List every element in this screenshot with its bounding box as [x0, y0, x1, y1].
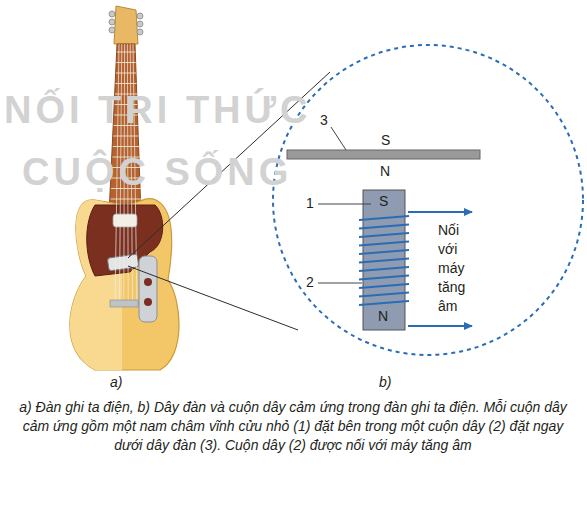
- subfigure-label: a): [110, 374, 122, 391]
- watermark: CUỘC SỐNG: [22, 150, 292, 194]
- pole-label: N: [378, 308, 388, 325]
- pole-label: S: [381, 132, 390, 149]
- guitar-string: [287, 150, 480, 159]
- output-note: Nối với máy tăng âm: [438, 221, 478, 316]
- zoom-circle: [273, 45, 583, 355]
- callout-number: 2: [306, 274, 314, 291]
- coil-windings: [359, 216, 409, 305]
- callout-number: 3: [320, 112, 328, 129]
- pole-label: N: [380, 163, 390, 180]
- watermark: NỐI TRI THỨC: [4, 88, 312, 132]
- callout-number: 1: [306, 195, 314, 212]
- pole-label: S: [379, 193, 388, 210]
- subfigure-label: b): [379, 374, 391, 391]
- figure-caption: a) Đàn ghi ta điện, b) Dây đàn và cuộn d…: [18, 398, 568, 455]
